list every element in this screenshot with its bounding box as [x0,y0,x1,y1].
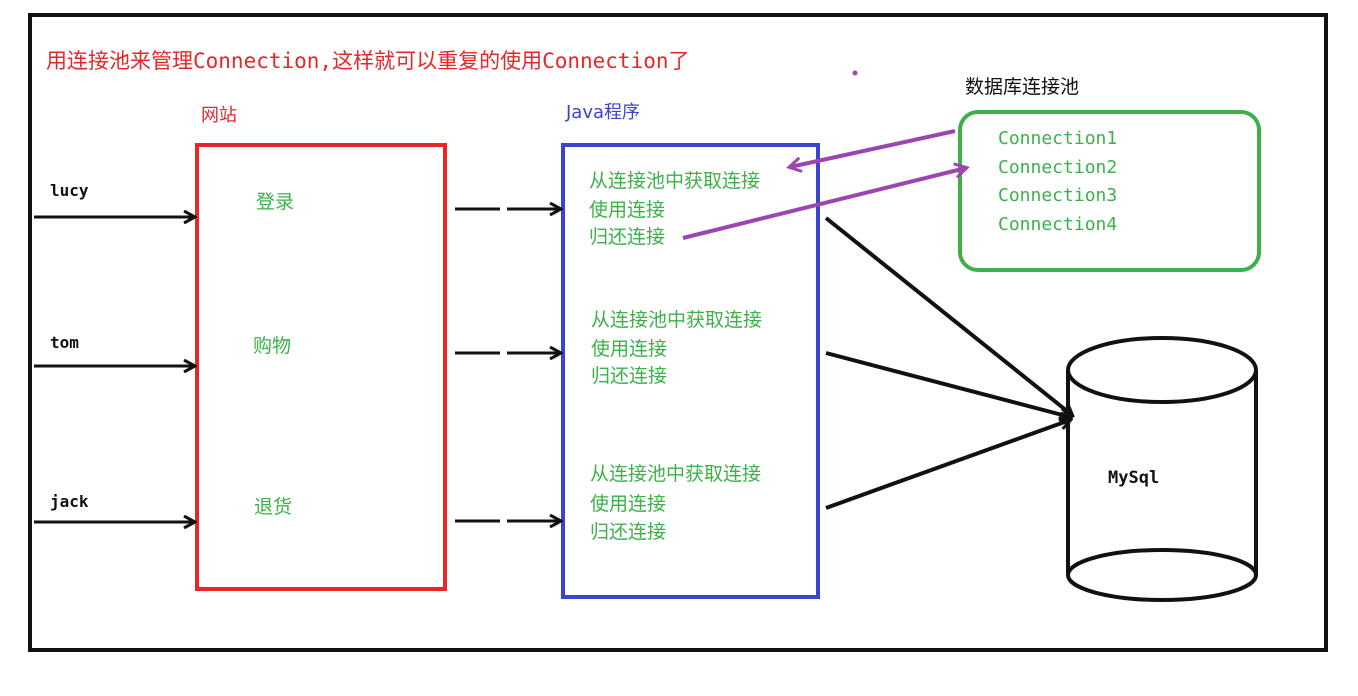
step-use-connection-3: 使用连接 [590,493,667,515]
connection-2: Connection2 [998,157,1118,178]
arrow-java-to-mysql-2 [825,351,1070,417]
arrow-java-to-mysql-1 [824,216,1072,415]
connection-pool-box [958,110,1261,272]
step-get-connection-1: 从连接池中获取连接 [589,170,761,192]
user-tom: tom [50,333,79,352]
page-login: 登录 [256,191,295,213]
step-use-connection-2: 使用连接 [591,338,668,360]
arrow-pool-to-java-get [790,129,956,167]
connection-1: Connection1 [998,128,1118,149]
diagram-title: 用连接池来管理Connection,这样就可以重复的使用Connection了 [46,49,690,73]
arrow-java-to-mysql-3 [825,420,1070,510]
step-use-connection-1: 使用连接 [589,199,666,221]
mysql-label: MySql [1108,468,1160,488]
mysql-cylinder [1066,336,1258,602]
step-return-connection-3: 归还连接 [590,521,667,543]
user-jack: jack [50,492,89,511]
step-return-connection-1: 归还连接 [589,226,666,248]
stray-dot [852,70,858,76]
connection-4: Connection4 [998,214,1118,235]
page-shopping: 购物 [253,335,292,357]
step-get-connection-2: 从连接池中获取连接 [591,309,763,331]
outer-frame [28,13,1328,652]
page-return: 退货 [254,496,293,518]
pool-label: 数据库连接池 [965,76,1080,98]
connection-3: Connection3 [998,185,1118,206]
step-get-connection-3: 从连接池中获取连接 [590,463,762,485]
website-box [195,143,447,591]
user-lucy: lucy [50,181,89,200]
step-return-connection-2: 归还连接 [591,365,668,387]
website-label: 网站 [201,105,237,126]
java-program-box [561,143,820,599]
java-program-label: Java程序 [566,102,641,123]
arrow-java-return-to-pool [682,168,966,240]
